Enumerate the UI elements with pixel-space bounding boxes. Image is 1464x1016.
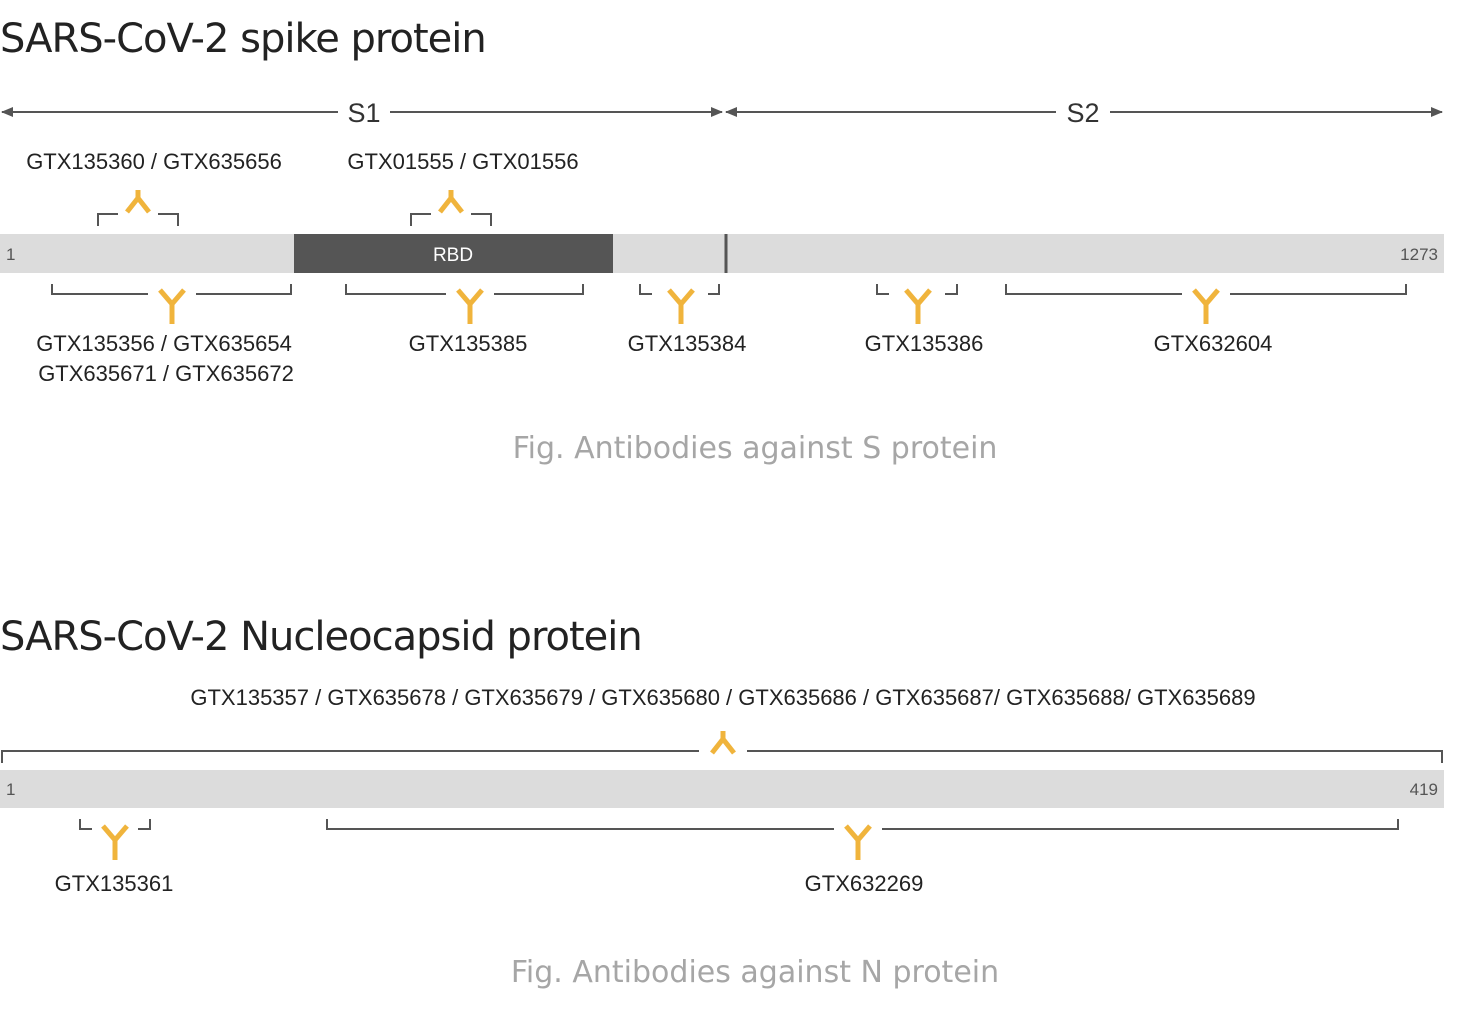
antibody-label-top-2: GTX01555 / GTX01556 [347, 149, 578, 174]
nucleocapsid-caption: Fig. Antibodies against N protein [511, 955, 999, 990]
antibody-icon [125, 190, 151, 214]
s1-label: S1 [347, 98, 380, 128]
antibody-icon [667, 288, 695, 324]
antibody-label-n-top: GTX135357 / GTX635678 / GTX635679 / GTX6… [190, 685, 1255, 710]
epitope-bracket-bottom-1 [51, 284, 292, 295]
spike-caption: Fig. Antibodies against S protein [513, 431, 998, 466]
s2-label: S2 [1066, 98, 1099, 128]
antibody-label-n-bottom-2: GTX632269 [805, 871, 924, 896]
antibody-icon [904, 288, 932, 324]
antibody-label-n-bottom-1: GTX135361 [55, 871, 174, 896]
spike-start-residue: 1 [6, 245, 15, 264]
antibody-icon [456, 288, 484, 324]
spike-end-residue: 1273 [1400, 245, 1438, 264]
epitope-bracket-n-bottom-2 [326, 819, 1399, 830]
epitope-bracket-top-1 [97, 213, 179, 226]
antibody-label-bottom-1b: GTX635671 / GTX635672 [38, 361, 294, 386]
epitope-bracket-n-bottom-1 [79, 819, 151, 830]
antibody-label-top-1: GTX135360 / GTX635656 [26, 149, 282, 174]
antibody-label-bottom-4: GTX135386 [865, 331, 984, 356]
antibody-icon [438, 190, 464, 214]
spike-protein-bar [0, 234, 1444, 273]
rbd-domain [294, 234, 613, 273]
n-start-residue: 1 [6, 780, 15, 799]
antibody-icon [1192, 288, 1220, 324]
epitope-bracket-bottom-4 [876, 284, 958, 295]
antibody-label-bottom-1a: GTX135356 / GTX635654 [36, 331, 292, 356]
antibody-label-bottom-2: GTX135385 [409, 331, 528, 356]
antibody-icon [710, 731, 736, 755]
epitope-bracket-n-top [1, 750, 1443, 763]
antibody-icon [158, 288, 186, 324]
n-end-residue: 419 [1410, 780, 1438, 799]
nucleocapsid-protein-bar [0, 770, 1444, 808]
rbd-label: RBD [433, 245, 473, 266]
nucleocapsid-title: SARS-CoV-2 Nucleocapsid protein [0, 614, 642, 660]
epitope-bracket-bottom-5 [1005, 284, 1407, 295]
antibody-icon [844, 824, 872, 860]
region-arrows: S1 S2 [1, 98, 1443, 128]
epitope-bracket-bottom-3 [639, 284, 720, 295]
antibody-label-bottom-5: GTX632604 [1154, 331, 1273, 356]
antibody-icon [101, 824, 129, 860]
antibody-label-bottom-3: GTX135384 [628, 331, 747, 356]
spike-title: SARS-CoV-2 spike protein [0, 16, 486, 62]
epitope-bracket-bottom-2 [345, 284, 584, 295]
epitope-bracket-top-2 [410, 213, 492, 226]
